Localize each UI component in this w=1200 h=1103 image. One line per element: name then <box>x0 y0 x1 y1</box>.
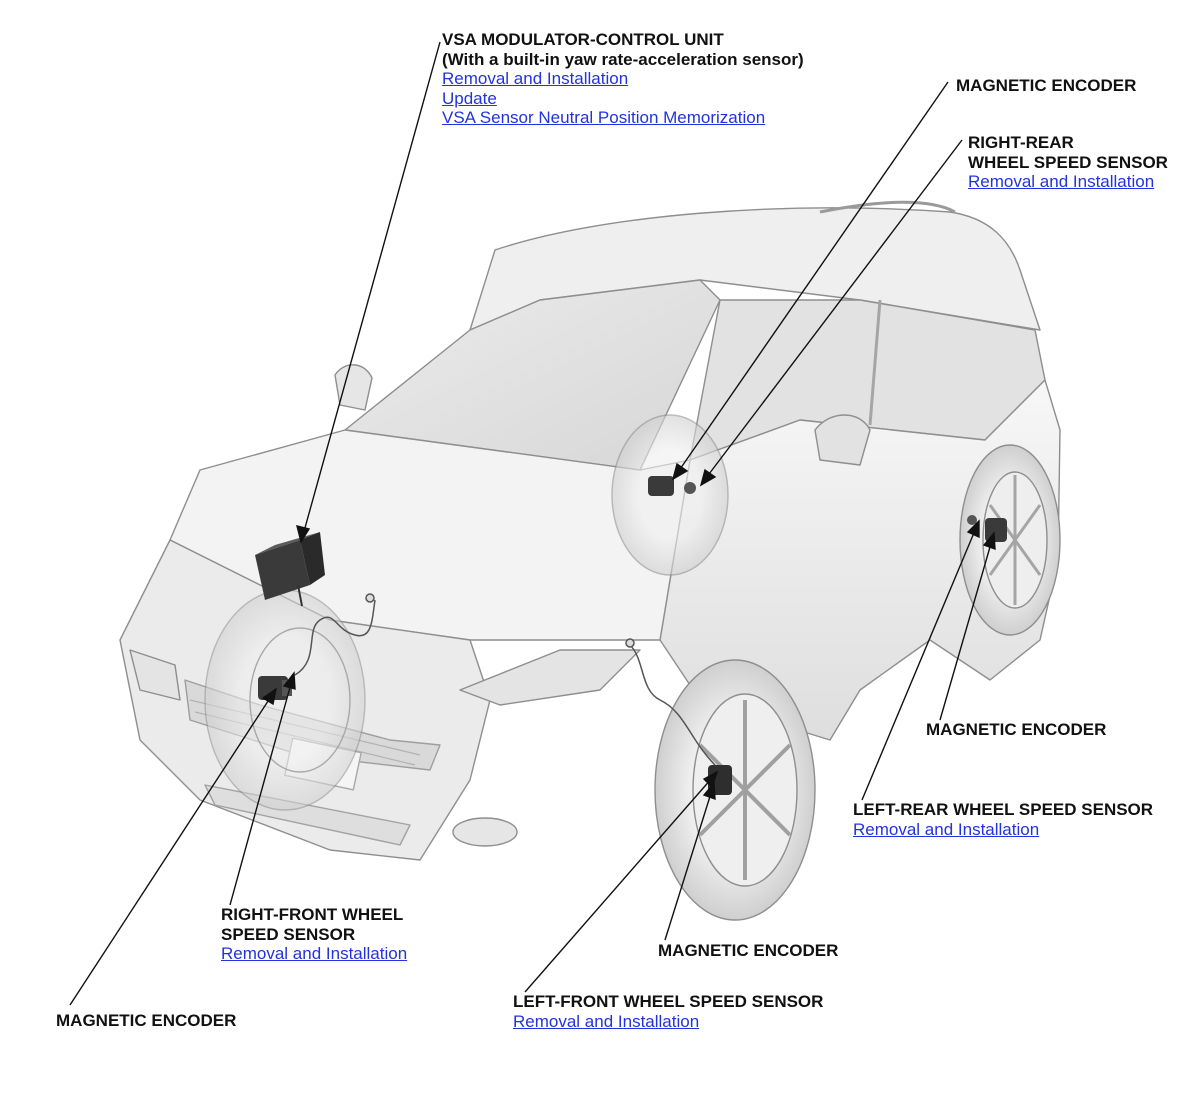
vehicle-window-pillar <box>868 299 882 426</box>
vsa-sensor-neutral-position-link[interactable]: VSA Sensor Neutral Position Memorization <box>442 108 766 127</box>
vehicle-roof-rail <box>819 200 956 214</box>
callout-right-front-sensor: RIGHT-FRONT WHEEL SPEED SENSOR Removal a… <box>221 905 407 964</box>
vehicle-headlight-right <box>129 649 181 701</box>
callout-magnetic-encoder-lr-title: MAGNETIC ENCODER <box>926 720 1107 739</box>
right-front-removal-installation-link[interactable]: Removal and Installation <box>221 944 408 963</box>
leader-magnetic-encoder-lf <box>664 789 713 941</box>
callout-magnetic-encoder-rf: MAGNETIC ENCODER <box>56 1011 236 1031</box>
callout-magnetic-encoder-rr: MAGNETIC ENCODER <box>956 76 1136 96</box>
wiring-harness-right-front <box>294 593 376 676</box>
right-front-sensor-assembly-icon <box>258 676 292 700</box>
callout-vsa-unit-subtitle: (With a built-in yaw rate-acceleration s… <box>442 49 804 69</box>
leader-left-rear-sensor <box>861 527 977 801</box>
vehicle-roof <box>469 207 1041 331</box>
right-rear-removal-installation-link[interactable]: Removal and Installation <box>968 172 1155 191</box>
vsa-update-link[interactable]: Update <box>442 88 497 108</box>
leader-magnetic-encoder-rr <box>677 81 949 473</box>
leader-lines <box>69 41 996 1006</box>
leader-vsa-unit <box>302 41 441 536</box>
callout-vsa-unit: VSA MODULATOR-CONTROL UNIT (With a built… <box>442 30 804 128</box>
leader-right-front-sensor <box>229 679 293 906</box>
leader-magnetic-encoder-lr <box>939 539 993 721</box>
vehicle-mirror-left <box>814 414 871 466</box>
callout-left-front-sensor: LEFT-FRONT WHEEL SPEED SENSOR Removal an… <box>513 992 823 1031</box>
callout-right-front-sensor-title-1: RIGHT-FRONT WHEEL <box>221 905 404 924</box>
callout-right-rear-sensor-title-2: WHEEL SPEED SENSOR <box>968 152 1168 172</box>
callout-left-rear-sensor: LEFT-REAR WHEEL SPEED SENSOR Removal and… <box>853 800 1153 839</box>
callout-magnetic-encoder-lf: MAGNETIC ENCODER <box>658 941 838 961</box>
callout-magnetic-encoder-rr-title: MAGNETIC ENCODER <box>956 76 1137 95</box>
vehicle-wheels <box>204 414 1061 921</box>
left-rear-sensor-assembly-icon <box>967 515 1007 542</box>
vsa-removal-installation-link[interactable]: Removal and Installation <box>442 69 629 88</box>
vehicle-headlight-left <box>459 649 641 706</box>
leader-magnetic-encoder-rf <box>69 694 273 1006</box>
leader-right-rear-sensor <box>705 139 963 479</box>
callout-right-rear-sensor: RIGHT-REAR WHEEL SPEED SENSOR Removal an… <box>968 133 1168 192</box>
wheel-right-front <box>204 589 366 811</box>
callout-magnetic-encoder-rf-title: MAGNETIC ENCODER <box>56 1011 237 1030</box>
callout-magnetic-encoder-lf-title: MAGNETIC ENCODER <box>658 941 839 960</box>
leader-left-front-sensor <box>524 777 713 993</box>
wiring-harness-left-front <box>625 638 716 766</box>
callout-left-rear-sensor-title: LEFT-REAR WHEEL SPEED SENSOR <box>853 800 1154 819</box>
callout-magnetic-encoder-lr: MAGNETIC ENCODER <box>926 720 1106 740</box>
vehicle-mirror-right <box>334 364 373 411</box>
right-rear-sensor-assembly-icon <box>648 476 696 496</box>
left-rear-removal-installation-link[interactable]: Removal and Installation <box>853 819 1040 839</box>
callout-left-front-sensor-title: LEFT-FRONT WHEEL SPEED SENSOR <box>513 992 824 1011</box>
callout-right-rear-sensor-title-1: RIGHT-REAR <box>968 133 1074 152</box>
vehicle-fog-lamp <box>452 817 518 847</box>
callout-vsa-unit-title: VSA MODULATOR-CONTROL UNIT <box>442 30 724 49</box>
left-front-removal-installation-link[interactable]: Removal and Installation <box>513 1011 700 1031</box>
callout-right-front-sensor-title-2: SPEED SENSOR <box>221 924 356 944</box>
